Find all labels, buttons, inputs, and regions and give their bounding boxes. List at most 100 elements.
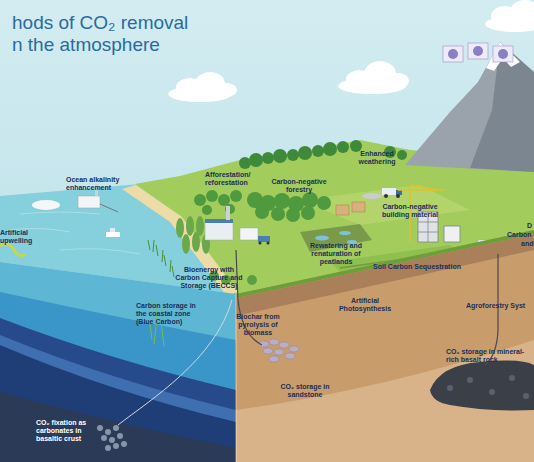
carbonate-pebbles: [97, 425, 127, 451]
sandstone: [279, 342, 289, 348]
carbonate-pebbles: [109, 437, 115, 443]
back-forest: [262, 152, 274, 164]
beccs-plant: [226, 206, 230, 220]
weathering-truck: [396, 194, 400, 198]
back-forest: [298, 146, 312, 160]
sandstone: [269, 339, 279, 345]
method-label: and: [521, 240, 533, 248]
method-label: CO₂ storage in sandstone: [274, 383, 336, 399]
back-forest: [249, 153, 263, 167]
mountain: [405, 42, 534, 172]
forest: [218, 194, 230, 206]
method-label: CO₂ storage in mineral-rich basalt rock: [446, 348, 534, 364]
method-label: CO₂ fixation as carbonates in basaltic c…: [36, 419, 104, 443]
forest: [286, 208, 300, 222]
storage-pipe: [236, 250, 498, 365]
basalt-rock: [430, 361, 534, 411]
carbonate-pebbles: [101, 435, 107, 441]
carbonate-pebbles: [105, 429, 111, 435]
injection-pipe: [118, 300, 232, 425]
agroforestry-tree: [247, 275, 257, 285]
earth-cross-section: [236, 230, 534, 462]
weathering-truck: [384, 194, 388, 198]
weathering-truck: [362, 193, 382, 199]
forest: [194, 190, 331, 222]
diagram-title: hods of CO₂ removal n the atmosphere: [12, 12, 194, 56]
cloud: [510, 0, 534, 24]
back-forest: [287, 149, 299, 161]
forest: [255, 205, 269, 219]
back-forest: [312, 145, 324, 157]
cloud: [215, 83, 237, 97]
land-surface: [300, 185, 470, 225]
injection-pipe: [118, 300, 232, 425]
ocean-cross-section: [0, 292, 236, 462]
dac-unit: [468, 43, 488, 59]
forest: [301, 206, 315, 220]
back-forest: [337, 141, 349, 153]
carbonate-pebbles: [121, 441, 127, 447]
dac-unit: [443, 46, 463, 62]
earth-cross-section: [236, 234, 534, 316]
upwelling-device: [0, 200, 60, 255]
mountain: [470, 42, 534, 172]
sandstone: [263, 348, 273, 354]
forest: [230, 190, 242, 202]
sea-surface: [10, 212, 140, 254]
method-label: Carbon-negative building material: [378, 203, 442, 219]
sandstone: [259, 339, 299, 362]
dac-unit: [493, 46, 513, 62]
dac-unit: [448, 49, 458, 59]
building-frame: [444, 226, 460, 242]
method-label: Carbon: [507, 231, 532, 239]
basalt-rock: [509, 375, 515, 381]
sandstone: [269, 356, 279, 362]
basalt-rock: [489, 389, 495, 395]
upwelling-device: [0, 244, 26, 256]
method-label: Agroforestry Syst: [466, 302, 525, 310]
wood-stack: [352, 202, 365, 212]
sandstone: [274, 349, 284, 355]
upwelling-device: [32, 200, 60, 210]
method-label: Rewatering and renaturation of peatlands: [305, 242, 367, 266]
earth-cross-section: [236, 340, 534, 462]
method-label: Artificial upwelling: [0, 229, 40, 245]
ocean-cross-section: [0, 262, 236, 462]
ocean-cross-section: [0, 392, 236, 462]
forest: [202, 205, 212, 215]
forest: [274, 193, 290, 209]
method-label: Bioenergy with Carbon Capture and Storag…: [172, 266, 246, 290]
carbonate-pebbles: [113, 425, 119, 431]
method-label: Artificial Photosynthesis: [338, 297, 392, 313]
back-forest: [397, 150, 407, 160]
method-label: D: [527, 222, 532, 230]
carbonate-pebbles: [97, 425, 103, 431]
basalt-rock: [467, 377, 473, 383]
back-forest: [273, 149, 287, 163]
poplar-tree: [186, 216, 194, 236]
forest: [206, 190, 218, 202]
mountain: [405, 42, 534, 172]
ocean-cross-section: [0, 318, 236, 462]
alkalinity-plant: [110, 228, 115, 232]
poplar-tree: [196, 216, 204, 236]
back-forest: [350, 140, 362, 152]
alkalinity-plant: [106, 232, 120, 237]
carbonate-pebbles: [105, 445, 111, 451]
wood-stack: [336, 205, 349, 215]
method-label: Biochar from pyrolysis of biomass: [232, 313, 284, 337]
sandstone: [285, 353, 295, 359]
forest: [194, 194, 206, 206]
dac-unit: [498, 49, 508, 59]
reeds: [148, 240, 174, 277]
dac-unit: [443, 43, 513, 254]
ocean-cross-section: [0, 262, 236, 462]
reeds: [148, 240, 174, 277]
poplar-tree: [176, 218, 184, 238]
method-label: Carbon-negative forestry: [268, 178, 330, 194]
basalt-rock: [523, 393, 529, 399]
sandstone: [289, 346, 299, 352]
earth-cross-section: [236, 230, 534, 462]
